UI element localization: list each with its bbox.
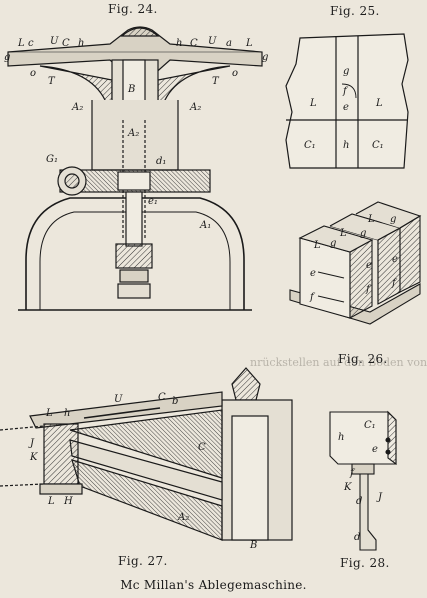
- label-L: L: [17, 38, 25, 49]
- fig28-caption: Fig. 28.: [340, 556, 390, 570]
- fig27-caption: Fig. 27.: [118, 554, 168, 568]
- label-L: L: [375, 98, 383, 109]
- label-A1: A₁: [199, 220, 211, 231]
- label-e: e: [343, 102, 349, 113]
- label-A2: A₂: [71, 102, 83, 113]
- label-d1: d₁: [156, 156, 166, 167]
- label-g: g: [262, 52, 268, 63]
- main-caption: Mc Millan's Ablegemaschine.: [120, 578, 307, 592]
- label-B: B: [249, 540, 257, 551]
- label-h: h: [343, 140, 349, 151]
- bleed-text: nrückstellen auf den Boden von Q aufnehm…: [250, 356, 427, 369]
- figure-27-drawing: [0, 367, 293, 541]
- fig25-caption: Fig. 25.: [330, 4, 380, 18]
- label-f: f: [349, 468, 356, 479]
- label-f: f: [365, 284, 372, 295]
- label-h: h: [78, 38, 84, 49]
- label-U: U: [50, 36, 59, 47]
- label-J: J: [376, 492, 383, 503]
- figure-26-labels: L L L g g g e e e f f f: [309, 214, 398, 303]
- label-C: C: [198, 442, 206, 453]
- label-C1: C₁: [304, 140, 316, 151]
- label-A2: A₂: [177, 512, 189, 523]
- label-L: L: [367, 214, 375, 225]
- label-h: h: [64, 408, 70, 419]
- label-G1: G₁: [46, 154, 58, 165]
- label-C1: C₁: [372, 140, 384, 151]
- label-f: f: [391, 278, 398, 289]
- label-f: f: [309, 292, 316, 303]
- label-K: K: [343, 482, 352, 493]
- label-T: T: [48, 76, 56, 87]
- label-A2: A₂: [189, 102, 201, 113]
- label-g: g: [343, 66, 349, 77]
- label-J: J: [28, 438, 35, 449]
- label-C: C: [62, 38, 70, 49]
- figure-24-labels: L c U C h h C U a L g g o o T T A₂ A₂ B …: [4, 36, 268, 231]
- label-L: L: [339, 228, 347, 239]
- figure-28-labels: C₁ h e f K d J d: [338, 420, 383, 543]
- label-e: e: [366, 260, 372, 271]
- label-h: h: [338, 432, 344, 443]
- label-U: U: [208, 36, 217, 47]
- label-C: C: [158, 392, 166, 403]
- label-A2: A₂: [127, 128, 139, 139]
- fig24-caption: Fig. 24.: [108, 2, 158, 16]
- fig26-caption: Fig. 26.: [338, 352, 388, 366]
- label-L: L: [47, 496, 55, 507]
- label-C1: C₁: [364, 420, 376, 431]
- label-L: L: [245, 38, 253, 49]
- label-g: g: [330, 238, 336, 249]
- label-c: c: [28, 38, 34, 49]
- label-e: e: [392, 254, 398, 265]
- label-C: C: [190, 38, 198, 49]
- label-e: e: [310, 268, 316, 279]
- label-g: g: [4, 52, 10, 63]
- label-H: H: [63, 496, 73, 507]
- figure-27-labels: L h U C b J K L H C A₂ B: [28, 392, 257, 551]
- label-e1: e₁: [148, 196, 158, 207]
- figure-28-drawing: [329, 410, 397, 551]
- label-g: g: [390, 214, 396, 225]
- label-g: g: [360, 228, 366, 239]
- figure-25-drawing: [285, 33, 409, 169]
- label-e: e: [372, 444, 378, 455]
- figure-26-drawing: [289, 201, 422, 325]
- label-L: L: [313, 240, 321, 251]
- label-B: B: [127, 84, 135, 95]
- label-o: o: [30, 68, 36, 79]
- label-h: h: [176, 38, 182, 49]
- label-a: a: [226, 38, 232, 49]
- label-o: o: [232, 68, 238, 79]
- label-f: f: [342, 86, 349, 97]
- label-K: K: [29, 452, 38, 463]
- figure-25-labels: g f e L L C₁ h C₁: [304, 66, 384, 151]
- label-d: d: [356, 496, 362, 507]
- label-U: U: [114, 394, 123, 405]
- figure-24-drawing: [7, 26, 263, 311]
- label-L: L: [309, 98, 317, 109]
- label-T: T: [212, 76, 220, 87]
- label-L: L: [45, 408, 53, 419]
- label-b: b: [172, 396, 178, 407]
- label-d: d: [354, 532, 360, 543]
